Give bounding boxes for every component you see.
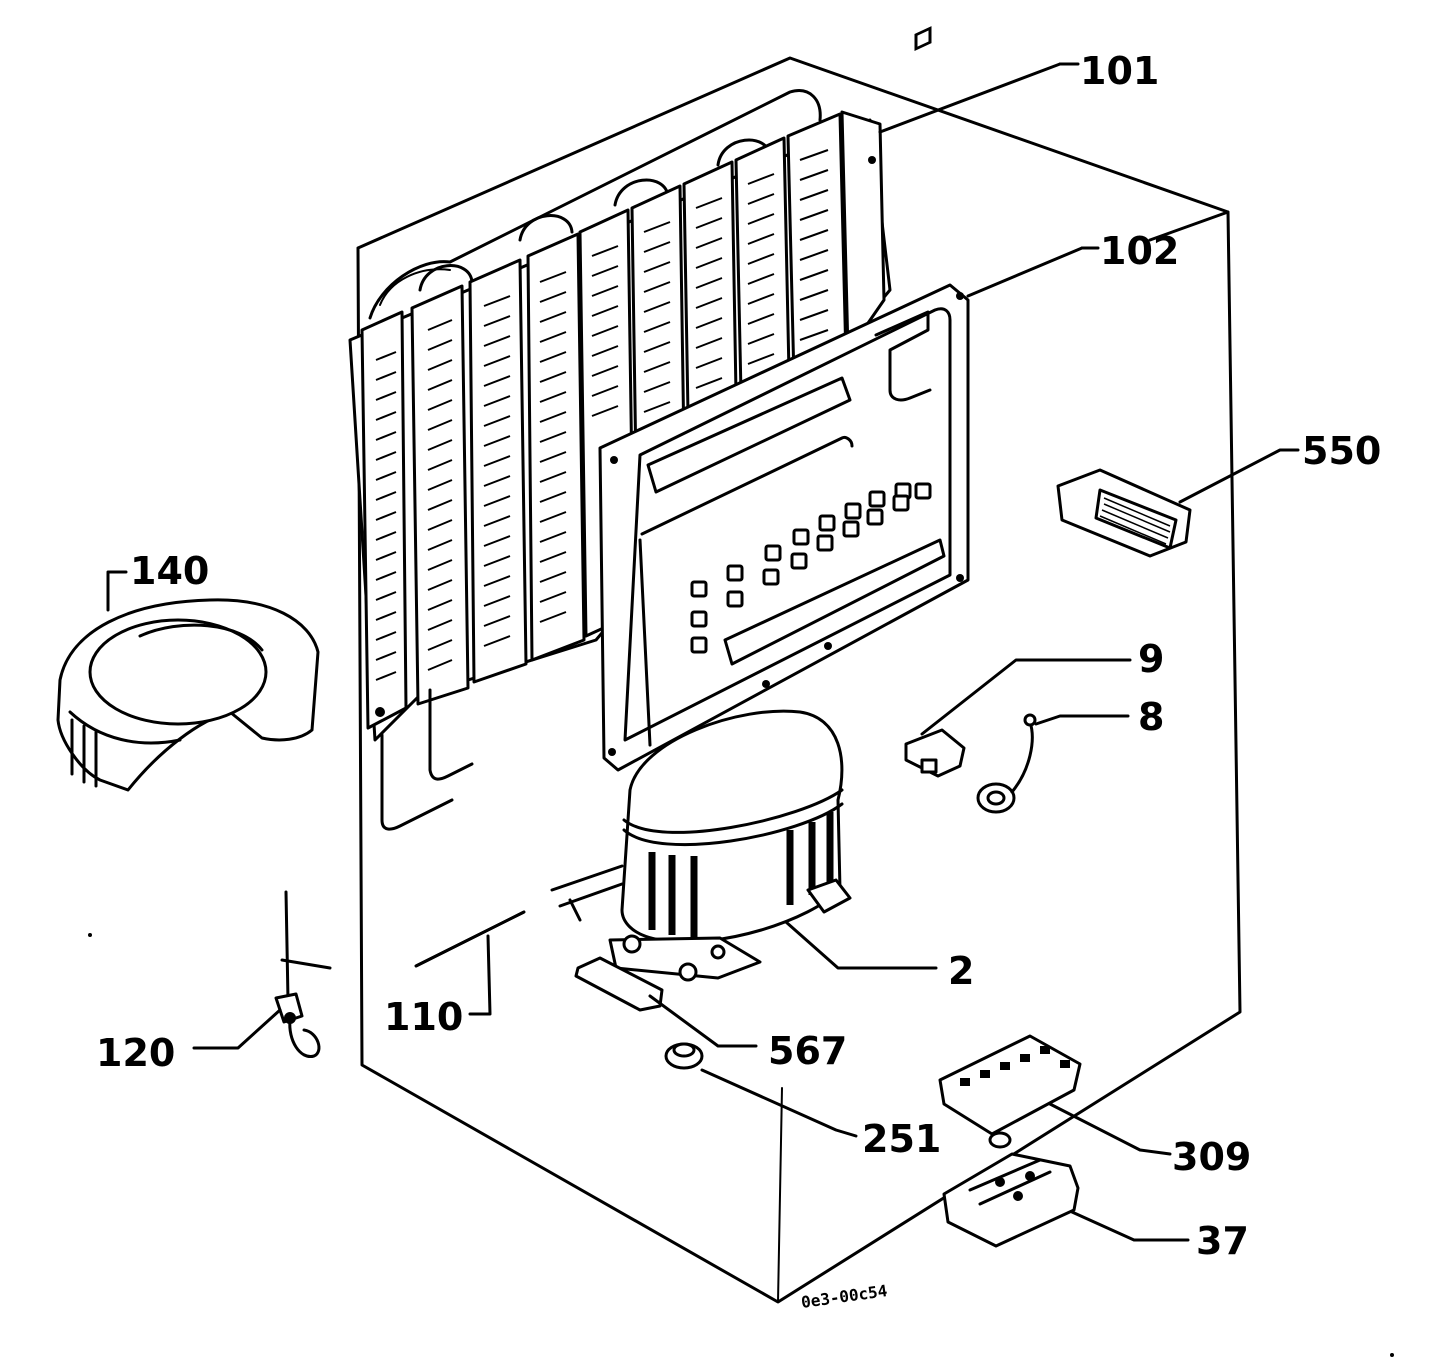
leader-309 <box>1048 1102 1172 1156</box>
callout-labels: 101 102 550 140 9 8 2 110 567 120 251 30… <box>96 49 1381 1263</box>
leader-550 <box>1178 448 1300 504</box>
callout-102: 102 <box>1100 229 1179 273</box>
leader-2 <box>784 920 938 970</box>
condenser <box>348 89 892 831</box>
evaporator-plate <box>598 26 970 772</box>
callout-2: 2 <box>948 949 974 993</box>
grommet <box>976 713 1037 814</box>
leader-101 <box>878 62 1062 134</box>
callout-8: 8 <box>1138 695 1164 739</box>
drawing-code: 0e3-00c54 <box>800 1281 889 1312</box>
sensor-probe <box>274 890 332 1058</box>
condenser-fin-hatching <box>375 149 829 681</box>
speck <box>88 933 92 937</box>
evaporator-pads <box>690 26 932 654</box>
rod <box>414 910 526 968</box>
leader-251 <box>700 1068 858 1138</box>
callout-251: 251 <box>862 1117 941 1161</box>
compressor-stripes <box>648 812 834 938</box>
callout-37: 37 <box>1196 1219 1249 1263</box>
bracket <box>1056 468 1192 558</box>
relay-pins <box>960 1046 1070 1086</box>
callout-550: 550 <box>1302 429 1381 473</box>
callout-110: 110 <box>384 995 463 1039</box>
cabinet-outline <box>356 56 1242 1304</box>
callout-120: 120 <box>96 1031 175 1075</box>
mounting-plate <box>574 956 664 1012</box>
leader-567 <box>648 994 758 1048</box>
callout-309: 309 <box>1172 1135 1251 1179</box>
leader-9 <box>920 658 1132 736</box>
callout-567: 567 <box>768 1029 847 1073</box>
leader-102 <box>966 246 1084 298</box>
leader-8 <box>1034 714 1130 726</box>
terminal-box <box>942 1152 1080 1248</box>
condenser-fins <box>360 110 886 730</box>
leader-140 <box>106 570 128 612</box>
callout-101: 101 <box>1080 49 1159 93</box>
leader-lines <box>106 62 1300 1242</box>
leader-110 <box>468 934 492 1016</box>
leader-37 <box>1070 1210 1190 1242</box>
speck <box>1390 1353 1394 1357</box>
rubber-foot <box>664 1042 704 1070</box>
drip-tray <box>56 598 320 792</box>
callout-9: 9 <box>1138 637 1164 681</box>
compressor <box>550 709 852 982</box>
leader-120 <box>192 1008 282 1050</box>
relay <box>938 1034 1082 1149</box>
callout-140: 140 <box>130 549 209 593</box>
clip <box>904 728 966 778</box>
